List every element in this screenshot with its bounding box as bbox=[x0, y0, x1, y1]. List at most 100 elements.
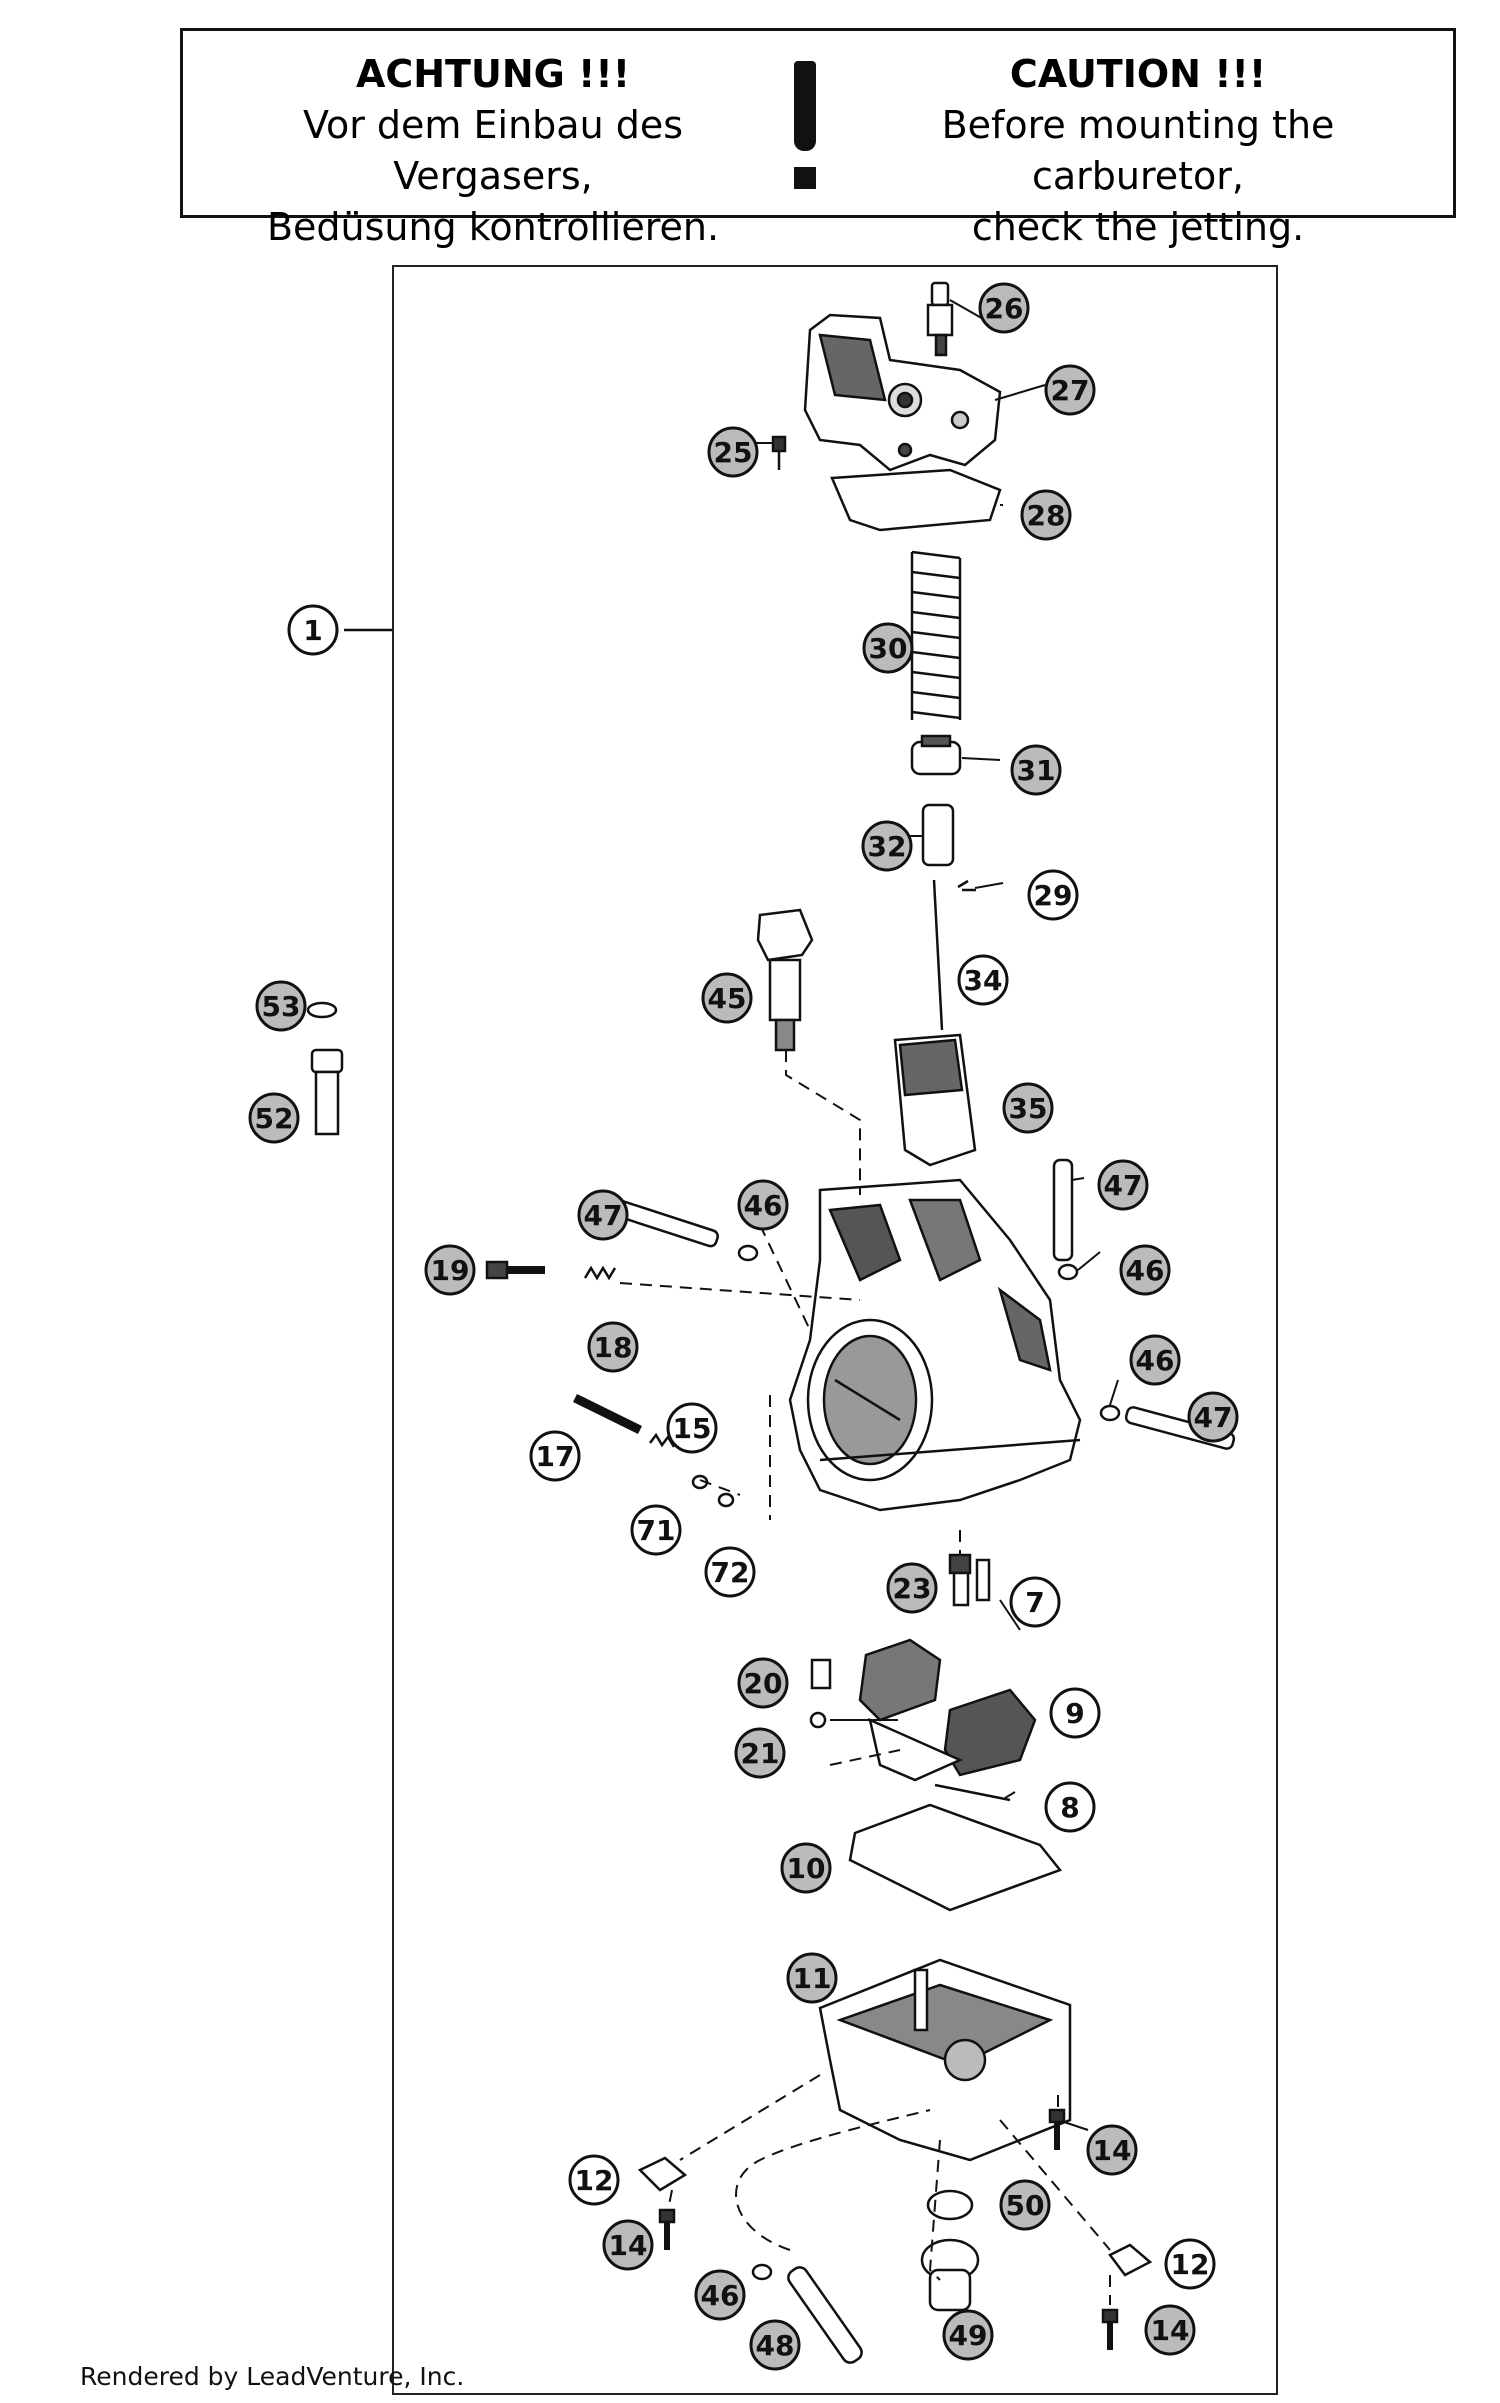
svg-text:49: 49 bbox=[949, 2319, 988, 2352]
callout-26: 26 bbox=[978, 282, 1030, 334]
svg-text:20: 20 bbox=[744, 1667, 783, 1700]
assembly-frame bbox=[392, 265, 1278, 2395]
bolt-part-19 bbox=[485, 1260, 545, 1280]
svg-text:23: 23 bbox=[893, 1572, 932, 1605]
svg-text:48: 48 bbox=[756, 2329, 795, 2362]
svg-text:7: 7 bbox=[1025, 1586, 1044, 1619]
caution-de-line1: Vor dem Einbau des Vergasers, bbox=[302, 103, 684, 198]
callout-45: 45 bbox=[701, 972, 753, 1024]
callout-14c: 14 bbox=[1144, 2304, 1196, 2356]
callout-50: 50 bbox=[999, 2179, 1051, 2231]
callout-12b: 12 bbox=[1164, 2238, 1216, 2290]
caution-german: ACHTUNG !!! Vor dem Einbau des Vergasers… bbox=[203, 49, 783, 253]
needle-holder-part-32 bbox=[921, 803, 955, 867]
float-bowl-part-11 bbox=[818, 1958, 1072, 2162]
svg-text:14: 14 bbox=[609, 2229, 648, 2262]
o-ring-part-50 bbox=[926, 2189, 974, 2221]
svg-text:29: 29 bbox=[1034, 879, 1073, 912]
screw-part-17 bbox=[573, 1393, 642, 1435]
callout-10: 10 bbox=[780, 1842, 832, 1894]
screw-part-25 bbox=[771, 435, 787, 470]
pin-part-8 bbox=[934, 1783, 1011, 1802]
svg-text:12: 12 bbox=[1171, 2248, 1210, 2281]
carburetor-body-part bbox=[788, 1178, 1082, 1512]
caution-en-line2: check the jetting. bbox=[971, 205, 1305, 249]
clip-part-29 bbox=[957, 879, 976, 892]
callout-28: 28 bbox=[1020, 489, 1072, 541]
callout-20: 20 bbox=[737, 1657, 789, 1709]
o-ring-part-53 bbox=[306, 1001, 338, 1019]
svg-text:50: 50 bbox=[1006, 2189, 1045, 2222]
exclamation-icon bbox=[794, 61, 816, 189]
callout-72: 72 bbox=[704, 1546, 756, 1598]
o-ring-part-46c bbox=[1099, 1404, 1121, 1422]
callout-46d: 46 bbox=[694, 2269, 746, 2321]
jet-needle-part-34 bbox=[932, 879, 944, 1031]
callout-8: 8 bbox=[1044, 1781, 1096, 1833]
svg-text:46: 46 bbox=[701, 2279, 740, 2312]
o-ring-part-46b bbox=[1057, 1263, 1079, 1281]
assembly-lines bbox=[619, 1050, 1111, 2305]
svg-text:34: 34 bbox=[964, 964, 1003, 997]
svg-text:28: 28 bbox=[1027, 499, 1066, 532]
svg-text:17: 17 bbox=[536, 1440, 575, 1473]
svg-text:19: 19 bbox=[431, 1254, 470, 1287]
callouts: 1 26 27 25 28 30 31 32 29 34 45 53 52 35… bbox=[248, 282, 1239, 2371]
svg-text:1: 1 bbox=[303, 614, 322, 647]
svg-text:47: 47 bbox=[1194, 1401, 1233, 1434]
hose-part-48 bbox=[787, 2266, 863, 2364]
svg-text:52: 52 bbox=[255, 1102, 294, 1135]
svg-text:27: 27 bbox=[1051, 374, 1090, 407]
svg-text:72: 72 bbox=[711, 1556, 750, 1589]
callout-49: 49 bbox=[942, 2309, 994, 2361]
air-valve-part bbox=[926, 281, 954, 357]
svg-text:9: 9 bbox=[1065, 1697, 1084, 1730]
o-ring-part-46a bbox=[737, 1244, 759, 1262]
svg-text:46: 46 bbox=[1126, 1254, 1165, 1287]
callout-23: 23 bbox=[886, 1562, 938, 1614]
bracket-part-12b bbox=[1108, 2243, 1153, 2277]
gasket-part-28 bbox=[830, 468, 1002, 532]
o-ring-part-46d bbox=[751, 2263, 773, 2281]
callout-29: 29 bbox=[1027, 869, 1079, 921]
jet-part-7 bbox=[975, 1558, 991, 1602]
svg-text:47: 47 bbox=[584, 1199, 623, 1232]
svg-text:21: 21 bbox=[741, 1737, 780, 1770]
callout-25: 25 bbox=[707, 426, 759, 478]
svg-text:46: 46 bbox=[1136, 1344, 1175, 1377]
callout-47a: 47 bbox=[577, 1189, 629, 1241]
svg-text:15: 15 bbox=[673, 1412, 712, 1445]
callout-15: 15 bbox=[666, 1402, 718, 1454]
callout-7: 7 bbox=[1009, 1576, 1061, 1628]
callout-46a: 46 bbox=[737, 1179, 789, 1231]
svg-text:31: 31 bbox=[1017, 754, 1056, 787]
callout-52: 52 bbox=[248, 1092, 300, 1144]
svg-text:47: 47 bbox=[1104, 1169, 1143, 1202]
tube-part-52 bbox=[310, 1048, 344, 1136]
callout-34: 34 bbox=[957, 954, 1009, 1006]
callout-19: 19 bbox=[424, 1244, 476, 1296]
top-cover-part bbox=[803, 313, 1002, 472]
callout-11: 11 bbox=[786, 1952, 838, 2004]
svg-text:10: 10 bbox=[787, 1852, 826, 1885]
svg-text:25: 25 bbox=[714, 436, 753, 469]
callout-47b: 47 bbox=[1097, 1159, 1149, 1211]
callout-35: 35 bbox=[1002, 1082, 1054, 1134]
throttle-slide-part-35 bbox=[893, 1033, 977, 1167]
float-pin-part-21 bbox=[809, 1711, 827, 1729]
svg-text:71: 71 bbox=[637, 1514, 676, 1547]
bolt-part-14c bbox=[1101, 2308, 1119, 2350]
caution-box: ACHTUNG !!! Vor dem Einbau des Vergasers… bbox=[180, 28, 1456, 249]
callout-46c: 46 bbox=[1129, 1334, 1181, 1386]
float-part-9 bbox=[858, 1638, 1037, 1782]
svg-text:11: 11 bbox=[793, 1962, 832, 1995]
bracket-part-12a bbox=[637, 2156, 688, 2192]
caution-de-title: ACHTUNG !!! bbox=[355, 52, 631, 96]
callout-27: 27 bbox=[1044, 364, 1096, 416]
callout-9: 9 bbox=[1049, 1687, 1101, 1739]
leader-lines bbox=[755, 299, 1119, 2131]
svg-text:53: 53 bbox=[262, 990, 301, 1023]
gasket-part-10 bbox=[848, 1803, 1063, 1912]
callout-48: 48 bbox=[749, 2319, 801, 2371]
